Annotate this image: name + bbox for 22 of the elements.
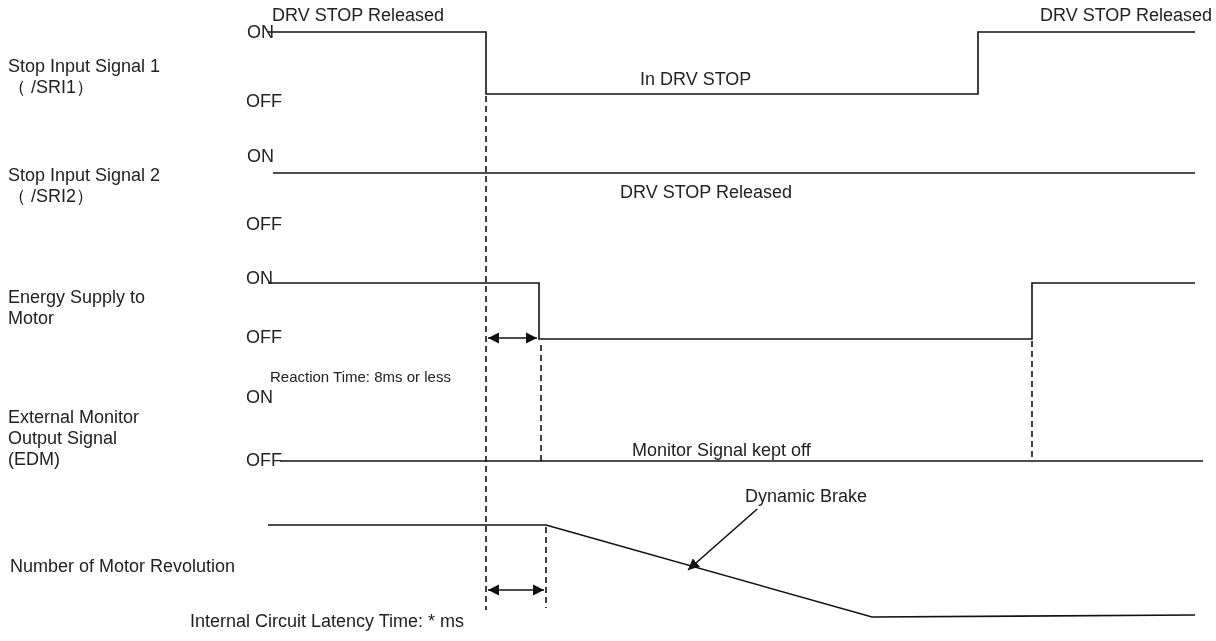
state-label: ON [247, 22, 274, 43]
state-label: ON [246, 387, 273, 408]
state-label: OFF [246, 91, 282, 112]
state-note: DRV STOP Released [1040, 5, 1213, 26]
leader-line [687, 508, 758, 571]
signal-name: Number of Motor Revolution [10, 556, 236, 577]
state-note: In DRV STOP [640, 69, 752, 90]
state-label: OFF [246, 327, 282, 348]
state-note: DRV STOP Released [272, 5, 445, 25]
dimension-label: Reaction Time: 8ms or less [270, 367, 451, 387]
dimension-label: Internal Circuit Latency Time: * ms [190, 611, 465, 632]
signal-name: External Monitor Output Signal (EDM) [8, 407, 141, 470]
signal-name: Energy Supply to Motor [8, 287, 147, 329]
state-label: OFF [246, 214, 282, 235]
signal-name: Stop Input Signal 1 （ /SRI1） [8, 56, 162, 98]
state-label: ON [247, 146, 274, 167]
state-label: OFF [246, 450, 282, 471]
state-label: ON [246, 268, 273, 289]
callout-label: Dynamic Brake [745, 486, 868, 507]
state-note: Monitor Signal kept off [632, 440, 811, 461]
signal-name: Stop Input Signal 2 （ /SRI2） [8, 165, 162, 207]
state-note: DRV STOP Released [620, 182, 793, 203]
